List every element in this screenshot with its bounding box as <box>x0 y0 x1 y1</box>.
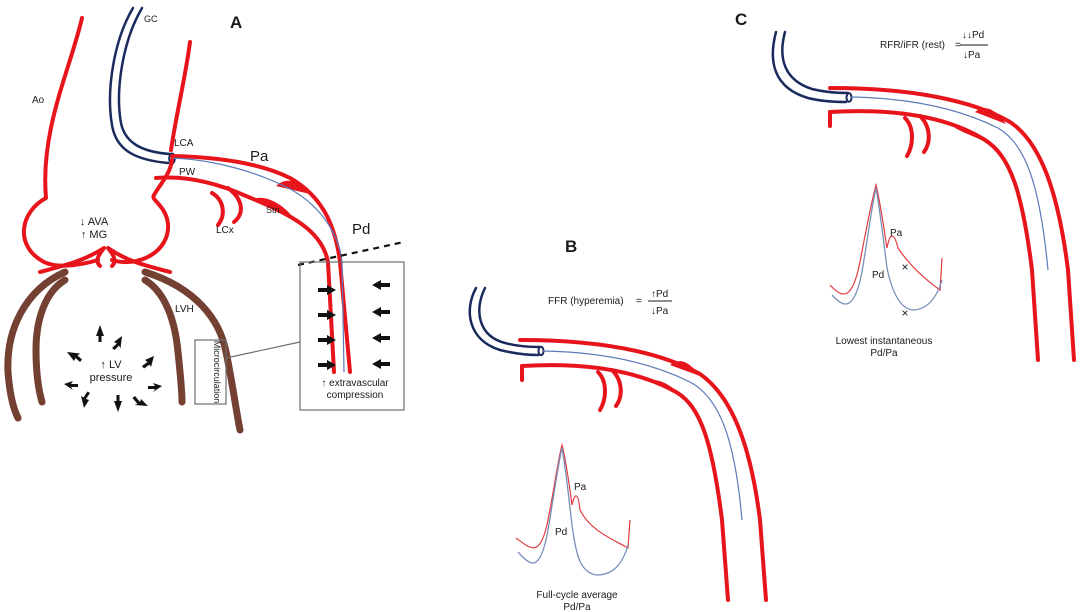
rfr-formula-equals: = <box>955 40 961 51</box>
rfr-trace-pa <box>829 182 943 295</box>
panel-a-letter: A <box>230 13 242 32</box>
arrow-down-right <box>132 396 148 406</box>
arrow-down <box>114 395 122 412</box>
label-lca: LCA <box>174 138 194 149</box>
ffr-trace-pa-label: Pa <box>574 482 587 493</box>
label-lvh: LVH <box>175 304 194 315</box>
label-lv-1: ↑ LV <box>100 359 122 371</box>
rfr-tracing <box>829 182 943 311</box>
rfr-trace-pd-label: Pd <box>872 270 884 281</box>
rfr-caption-1: Lowest instantaneous <box>836 336 933 347</box>
lv-pressure-arrows <box>64 325 162 412</box>
arrow-down-left <box>81 391 90 408</box>
guide-catheter-c <box>771 30 853 104</box>
ffr-trace-pd <box>517 447 629 576</box>
pressure-wire <box>173 157 345 373</box>
rfr-marker-pa: × <box>901 260 908 274</box>
rfr-trace-pd <box>831 187 943 311</box>
ffr-trace-pd-label: Pd <box>555 527 567 538</box>
panel-c: C RFR/iFR (rest) = ↓↓Pd ↓Pa Pa Pd × × <box>735 10 1076 362</box>
ffr-formula-equals: = <box>636 296 642 307</box>
label-compression-1: ↑ extravascular <box>321 378 389 389</box>
label-mg: ↑ MG <box>81 229 107 241</box>
compression-arrows-left <box>318 285 336 370</box>
guide-catheter <box>108 6 176 165</box>
stenosis-bottom <box>256 197 292 216</box>
label-pw: PW <box>179 167 196 178</box>
rfr-trace-pa-label: Pa <box>890 228 903 239</box>
label-ava: ↓ AVA <box>80 216 109 228</box>
rfr-formula-label: RFR/iFR (rest) <box>880 40 945 51</box>
left-circumflex <box>210 186 243 227</box>
myocardium <box>4 268 244 434</box>
arrow-up <box>96 325 104 342</box>
ffr-formula-label: FFR (hyperemia) <box>548 296 624 307</box>
guide-catheter-b <box>468 286 545 357</box>
rfr-caption-2: Pd/Pa <box>870 348 898 359</box>
rfr-denominator: ↓Pa <box>963 50 981 61</box>
arrow-up-left <box>67 352 82 362</box>
label-ao: Ao <box>32 95 45 106</box>
ffr-tracing <box>515 442 631 576</box>
label-lv-2: pressure <box>90 372 133 384</box>
label-compression-2: compression <box>327 390 384 401</box>
panel-b-letter: B <box>565 237 577 256</box>
stenosis-top <box>276 180 310 194</box>
rfr-marker-pd: × <box>901 306 908 320</box>
label-microcirculation: Microcirculation <box>212 341 222 404</box>
label-pa: Pa <box>250 148 269 165</box>
artery-b <box>518 338 768 602</box>
label-gc: GC <box>144 14 158 24</box>
compression-arrows-right <box>372 280 390 369</box>
aortic-valve <box>38 246 172 274</box>
ffr-numerator: ↑Pd <box>651 289 668 300</box>
pressure-wire-b <box>542 350 743 521</box>
arrow-right-upper <box>142 356 154 369</box>
panel-c-letter: C <box>735 10 747 29</box>
dashed-line <box>297 240 405 267</box>
label-stn: Stn <box>266 205 280 215</box>
microcirculation-box: Microcirculation <box>194 339 301 405</box>
ffr-denominator: ↓Pa <box>651 306 669 317</box>
arrow-left <box>64 381 78 390</box>
label-lcx: LCx <box>216 225 234 236</box>
panel-a: A GC Ao ↓ AVA ↑ MG LCA Pa <box>4 6 405 434</box>
ffr-trace-pa <box>515 442 631 549</box>
ffr-caption-2: Pd/Pa <box>563 602 591 612</box>
ffr-caption-1: Full-cycle average <box>536 590 618 601</box>
rfr-numerator: ↓↓Pd <box>962 30 984 41</box>
arrow-up-right <box>112 336 122 350</box>
panel-b: B FFR (hyperemia) = ↑Pd ↓Pa Pa Pd Full-c… <box>468 237 768 612</box>
artery-c <box>828 86 1076 362</box>
arrow-right <box>148 383 162 392</box>
pressure-wire-c <box>850 96 1049 271</box>
compression-box: ↑ extravascular compression <box>297 240 405 411</box>
label-pd: Pd <box>352 221 370 238</box>
